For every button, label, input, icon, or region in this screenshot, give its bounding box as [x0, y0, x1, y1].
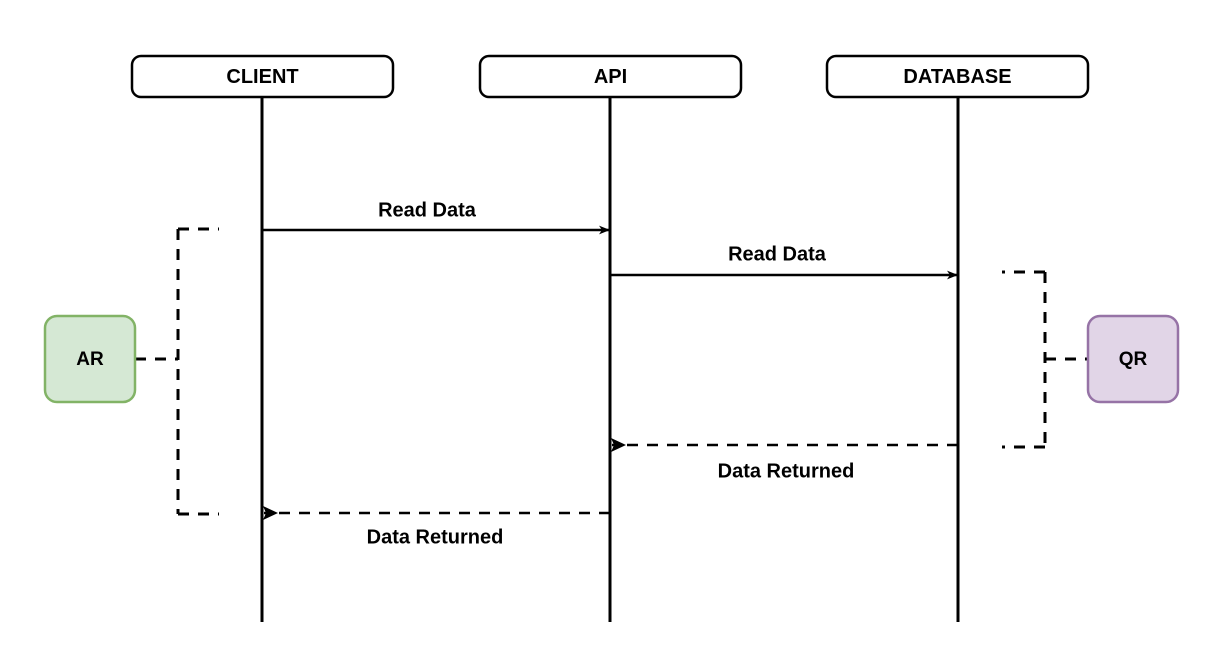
participant-client[interactable]: CLIENT — [130, 54, 395, 99]
participants-layer: CLIENT API DATABASE — [130, 54, 1090, 99]
message-label-msg-data-returned-api-client: Data Returned — [367, 526, 504, 548]
note-note-ar[interactable]: AR — [43, 227, 219, 516]
note-box-note-ar[interactable] — [43, 314, 137, 404]
note-box-note-qr[interactable] — [1086, 314, 1180, 404]
lifelines-layer — [260, 97, 960, 622]
note-label-note-qr: QR — [1119, 349, 1148, 370]
participant-box-client[interactable] — [130, 54, 395, 99]
message-label-msg-read-data-api-database: Read Data — [728, 243, 827, 265]
participant-label-api: API — [594, 66, 627, 88]
message-label-msg-data-returned-database-api: Data Returned — [718, 460, 855, 482]
participant-box-api[interactable] — [478, 54, 743, 99]
participant-box-database[interactable] — [825, 54, 1090, 99]
note-label-note-ar: AR — [76, 349, 104, 370]
participant-api[interactable]: API — [478, 54, 743, 99]
participant-label-client: CLIENT — [226, 66, 298, 88]
notes-layer: AR QR — [43, 227, 1180, 516]
message-label-msg-read-data-client-api: Read Data — [378, 199, 477, 221]
message-msg-read-data-client-api[interactable]: Read Data — [262, 199, 610, 235]
participant-database[interactable]: DATABASE — [825, 54, 1090, 99]
message-msg-data-returned-database-api[interactable]: Data Returned — [611, 438, 958, 482]
message-msg-data-returned-api-client[interactable]: Data Returned — [263, 506, 610, 548]
participant-label-database: DATABASE — [903, 66, 1011, 88]
message-msg-read-data-api-database[interactable]: Read Data — [610, 243, 958, 280]
note-note-qr[interactable]: QR — [1002, 270, 1180, 449]
